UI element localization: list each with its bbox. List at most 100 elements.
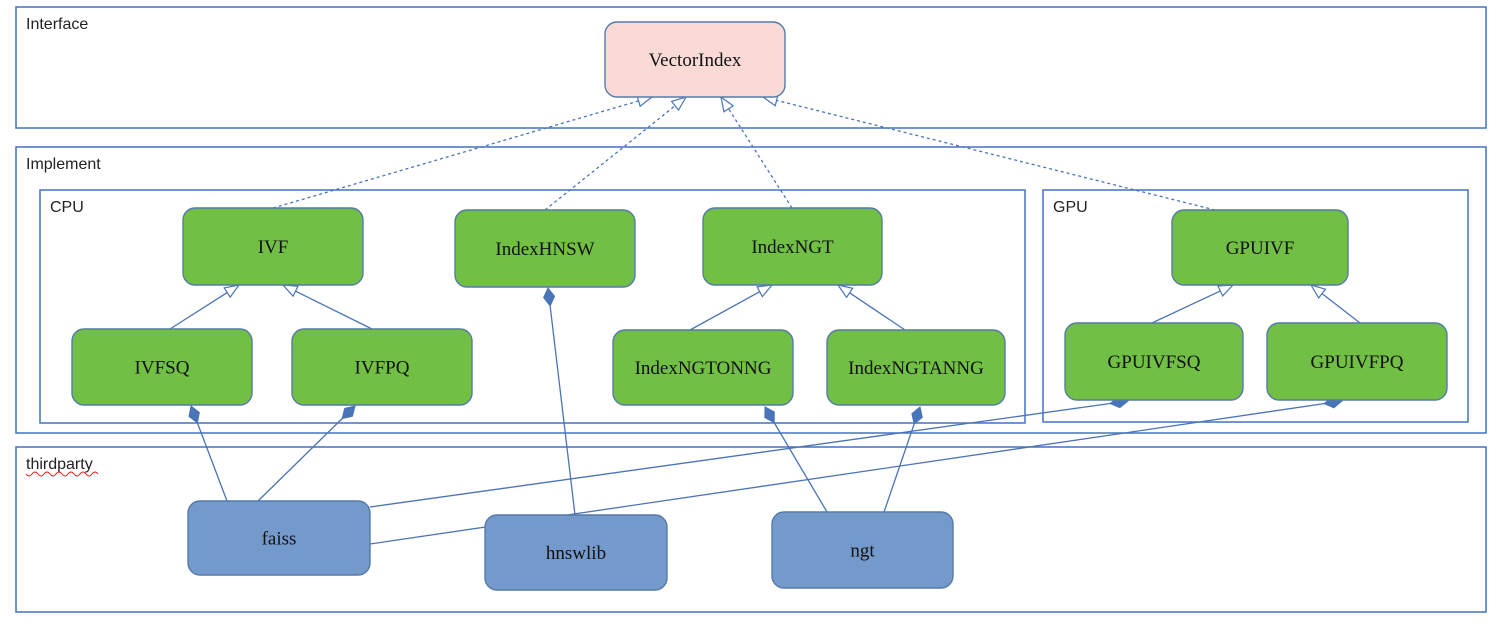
edge-faiss-composes-GPUIVFSQ [369,396,1129,508]
node-IVFPQ[interactable]: IVFPQ [291,328,473,406]
container-cpu-label: CPU [50,199,84,216]
edge-IndexNGTONNG-extends-IndexNGT [689,284,774,331]
edge-line [849,292,906,331]
edge-hnswlib-composes-IndexHNSW [543,287,576,516]
node-faiss[interactable]: faiss [187,500,371,576]
node-VectorIndex-shape[interactable] [604,21,786,98]
container-implement[interactable]: Implement [15,146,1487,434]
hollow-triangle-arrowhead-icon [720,95,735,113]
node-IVF-label: IVF [258,237,289,258]
node-GPUIVFPQ-shape[interactable] [1266,322,1448,401]
node-IndexHNSW[interactable]: IndexHNSW [454,209,636,288]
node-IVF-shape[interactable] [182,207,364,286]
edge-IVFPQ-extends-IVF [281,284,373,330]
edge-line [764,406,828,513]
edge-line [257,405,356,502]
hollow-triangle-arrowhead-icon [756,284,774,298]
edge-IndexNGT-implements-VectorIndex [720,95,793,209]
node-IndexNGTANNG-label: IndexNGTANNG [848,358,984,379]
edge-line [544,105,676,211]
node-GPUIVF-shape[interactable] [1171,209,1349,286]
edge-line [1321,293,1361,324]
node-GPUIVFPQ-label: GPUIVFPQ [1311,352,1404,373]
hollow-triangle-arrowhead-icon [223,284,241,299]
node-ngt[interactable]: ngt [771,511,954,589]
node-GPUIVF[interactable]: GPUIVF [1171,209,1349,286]
edge-line [727,108,793,209]
edge-IndexHNSW-implements-VectorIndex [544,95,688,211]
node-IndexNGTONNG-shape[interactable] [612,329,794,406]
edge-ngt-composes-IndexNGTANNG [883,406,923,513]
container-interface[interactable]: Interface [15,6,1487,129]
node-IVF[interactable]: IVF [182,207,364,286]
composition-diamond-icon [911,406,923,425]
spellcheck-squiggle [25,471,99,477]
node-GPUIVF-label: GPUIVF [1226,238,1295,259]
container-interface-border[interactable] [15,6,1487,129]
container-thirdparty[interactable]: thirdparty [15,446,1487,613]
container-gpu-label: GPU [1053,199,1088,216]
edge-line [369,400,1129,508]
edge-line [689,291,761,331]
node-IndexNGTONNG[interactable]: IndexNGTONNG [612,329,794,406]
edge-ngt-composes-IndexNGTONNG [764,406,828,513]
node-IndexHNSW-shape[interactable] [454,209,636,288]
container-thirdparty-border[interactable] [15,446,1487,613]
edge-IndexNGTANNG-extends-IndexNGT [836,284,906,331]
node-faiss-label: faiss [262,529,297,550]
node-VectorIndex-label: VectorIndex [649,50,742,71]
edge-IVF-implements-VectorIndex [272,94,654,209]
edge-line [295,290,373,330]
node-ngt-label: ngt [850,541,875,562]
node-GPUIVFSQ-label: GPUIVFSQ [1108,352,1201,373]
node-IndexNGT[interactable]: IndexNGT [702,207,883,286]
node-GPUIVFSQ-shape[interactable] [1064,322,1244,401]
node-VectorIndex[interactable]: VectorIndex [604,21,786,98]
node-IndexNGT-label: IndexNGT [751,237,834,258]
hollow-triangle-arrowhead-icon [1309,283,1327,299]
node-hnswlib[interactable]: hnswlib [484,514,668,591]
node-IVFPQ-label: IVFPQ [355,358,410,379]
node-hnswlib-shape[interactable] [484,514,668,591]
edge-faiss-composes-IVFSQ [188,405,228,502]
node-IVFSQ-shape[interactable] [71,328,253,406]
container-implement-border[interactable] [15,146,1487,434]
hollow-triangle-arrowhead-icon [670,95,688,112]
container-cpu-border[interactable] [39,189,1026,424]
node-IndexNGT-shape[interactable] [702,207,883,286]
container-gpu[interactable]: GPU [1042,189,1469,423]
container-interface-label: Interface [26,16,88,33]
node-IndexNGTANNG[interactable]: IndexNGTANNG [826,329,1006,406]
node-IndexNGTANNG-shape[interactable] [826,329,1006,406]
composition-diamond-icon [341,405,356,420]
container-implement-label: Implement [26,156,101,173]
edge-IVFSQ-extends-IVF [169,284,241,330]
container-cpu[interactable]: CPU [39,189,1026,424]
edge-GPUIVFSQ-extends-GPUIVF [1151,284,1235,324]
node-hnswlib-label: hnswlib [546,543,606,564]
hollow-triangle-arrowhead-icon [1217,284,1235,297]
node-IndexNGTONNG-label: IndexNGTONNG [635,358,772,379]
hollow-triangle-arrowhead-icon [836,284,854,299]
composition-diamond-icon [764,406,775,424]
composition-diamond-icon [188,405,200,424]
edge-line [272,100,639,209]
node-IVFPQ-shape[interactable] [291,328,473,406]
node-GPUIVFSQ[interactable]: GPUIVFSQ [1064,322,1244,401]
node-GPUIVFPQ[interactable]: GPUIVFPQ [1266,322,1448,401]
node-faiss-shape[interactable] [187,500,371,576]
edge-line [1151,290,1221,324]
container-thirdparty-label: thirdparty [26,456,93,473]
node-IVFSQ[interactable]: IVFSQ [71,328,253,406]
edge-faiss-composes-IVFPQ [257,405,356,502]
node-IndexHNSW-label: IndexHNSW [495,239,594,260]
edge-line [547,287,576,516]
composition-diamond-icon [543,287,556,307]
edge-line [776,99,1216,211]
node-IVFSQ-label: IVFSQ [135,358,190,379]
edge-line [169,291,228,330]
container-gpu-border[interactable] [1042,189,1469,423]
edge-GPUIVFPQ-extends-GPUIVF [1309,283,1361,324]
node-ngt-shape[interactable] [771,511,954,589]
